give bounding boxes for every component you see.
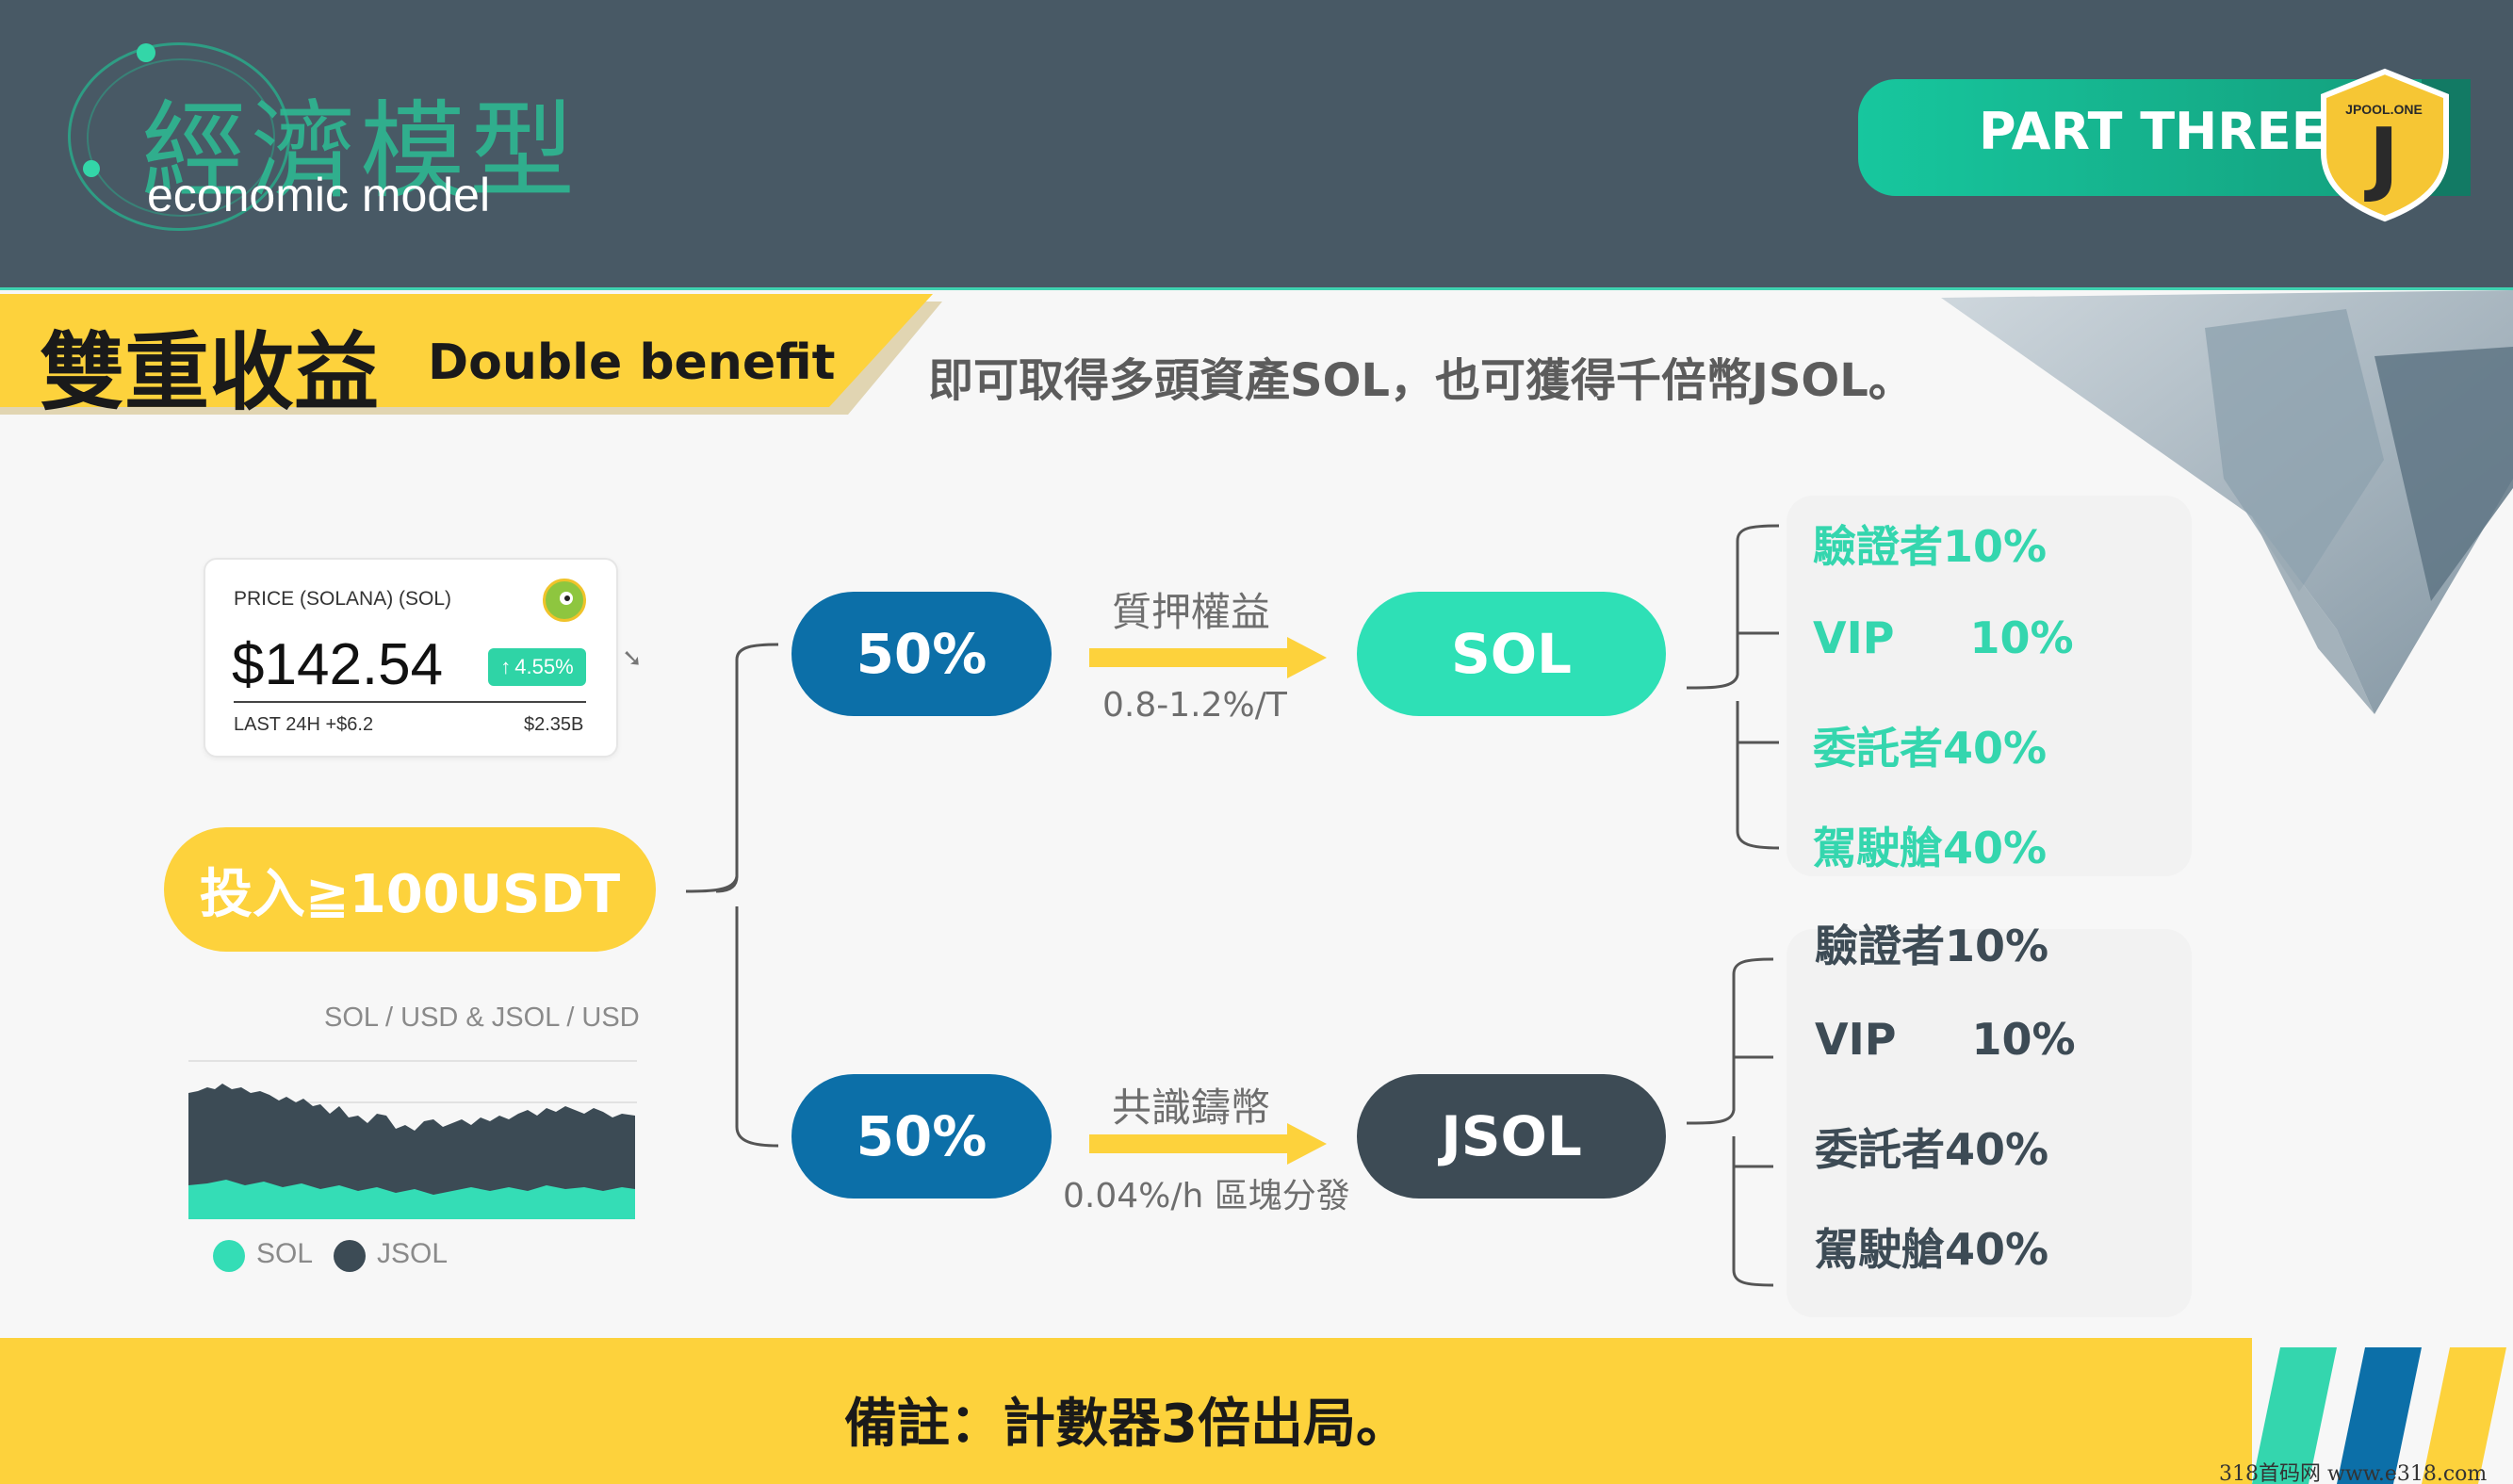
- invest-pill: 投入≧100USDT: [164, 827, 656, 952]
- watermark-text: 318首码网 www.e318.com: [2219, 1462, 2488, 1484]
- coingecko-pupil: [564, 595, 570, 601]
- arrow-right-icon: [1089, 637, 1327, 678]
- section-title-en: Double benefit: [428, 334, 836, 391]
- header-title-cn: 經濟模型: [141, 90, 579, 213]
- section-subtitle: 即可取得多頭資產SOL，也可獲得千倍幣JSOL。: [928, 354, 1914, 407]
- percent-pill-sol: 50%: [791, 592, 1052, 716]
- token-pill-sol: SOL: [1357, 592, 1666, 716]
- legend-jsol-dot: [334, 1240, 366, 1272]
- legend-sol-label: SOL: [256, 1238, 314, 1269]
- flow-rate-jsol: 0.04%/h 區塊分發: [1063, 1177, 1350, 1215]
- distribution-item: 驗證者10%: [1813, 521, 2048, 572]
- part-label: PART THREE: [1979, 102, 2326, 161]
- token-pill-jsol: JSOL: [1357, 1074, 1666, 1199]
- distribution-item: 委託者40%: [1813, 723, 2048, 774]
- flow-rate-sol: 0.8-1.2%/T: [1102, 686, 1287, 725]
- distribution-item: 駕駛艙40%: [1815, 1224, 2049, 1275]
- shield-logo-icon: [2321, 68, 2449, 222]
- distribution-box-sol: [1787, 496, 2192, 876]
- decorative-stripes: [2205, 1338, 2506, 1484]
- footer-bar: [0, 1338, 2252, 1484]
- legend-jsol-label: JSOL: [377, 1238, 449, 1269]
- flow-action-jsol: 共識鑄幣: [1112, 1084, 1271, 1131]
- price-market-cap: $2.35B: [524, 714, 584, 735]
- distribution-item: VIP 10%: [1815, 1014, 2076, 1065]
- shield-brand-text: JPOOL.ONE: [2345, 102, 2423, 117]
- section-title-cn: 雙重收益: [40, 323, 379, 422]
- logo-ring: [68, 42, 290, 231]
- price-card-label: PRICE (SOLANA) (SOL): [234, 588, 452, 610]
- mini-chart-title: SOL / USD & JSOL / USD: [324, 1003, 640, 1033]
- flow-action-sol: 質押權益: [1112, 589, 1271, 635]
- price-change-badge: ↑ 4.55%: [488, 648, 586, 686]
- mini-chart-sol-area: [188, 1180, 635, 1219]
- distribution-item: 驗證者10%: [1815, 921, 2049, 971]
- distribution-box-jsol: [1787, 929, 2192, 1317]
- logo-orbit-dot: [83, 160, 100, 177]
- price-card-divider: [234, 701, 586, 703]
- mini-chart: [188, 1060, 637, 1219]
- distribution-item: 駕駛艙40%: [1813, 823, 2048, 873]
- shield-letter: J: [2369, 111, 2399, 205]
- header-title-en: economic model: [147, 169, 491, 221]
- price-last-24h: LAST 24H +$6.2: [234, 714, 374, 735]
- logo-ring-inner: [87, 58, 275, 217]
- percent-pill-jsol: 50%: [791, 1074, 1052, 1199]
- decorative-shard: [1941, 290, 2513, 714]
- footer-note: 備註：計數器3倍出局。: [844, 1394, 1409, 1455]
- coingecko-icon: [543, 579, 586, 622]
- title-band: [0, 294, 942, 415]
- distribution-item: 委託者40%: [1815, 1124, 2049, 1175]
- price-value: $142.54: [232, 632, 444, 697]
- cursor-arrow-icon: ➘: [622, 644, 643, 673]
- logo-orbit-dot: [137, 43, 155, 62]
- distribution-item: VIP 10%: [1813, 612, 2074, 663]
- arrow-up-icon: ↑: [500, 655, 512, 678]
- legend-sol-dot: [213, 1240, 245, 1272]
- price-change-value: 4.55%: [514, 655, 574, 678]
- arrow-right-icon: [1089, 1123, 1327, 1165]
